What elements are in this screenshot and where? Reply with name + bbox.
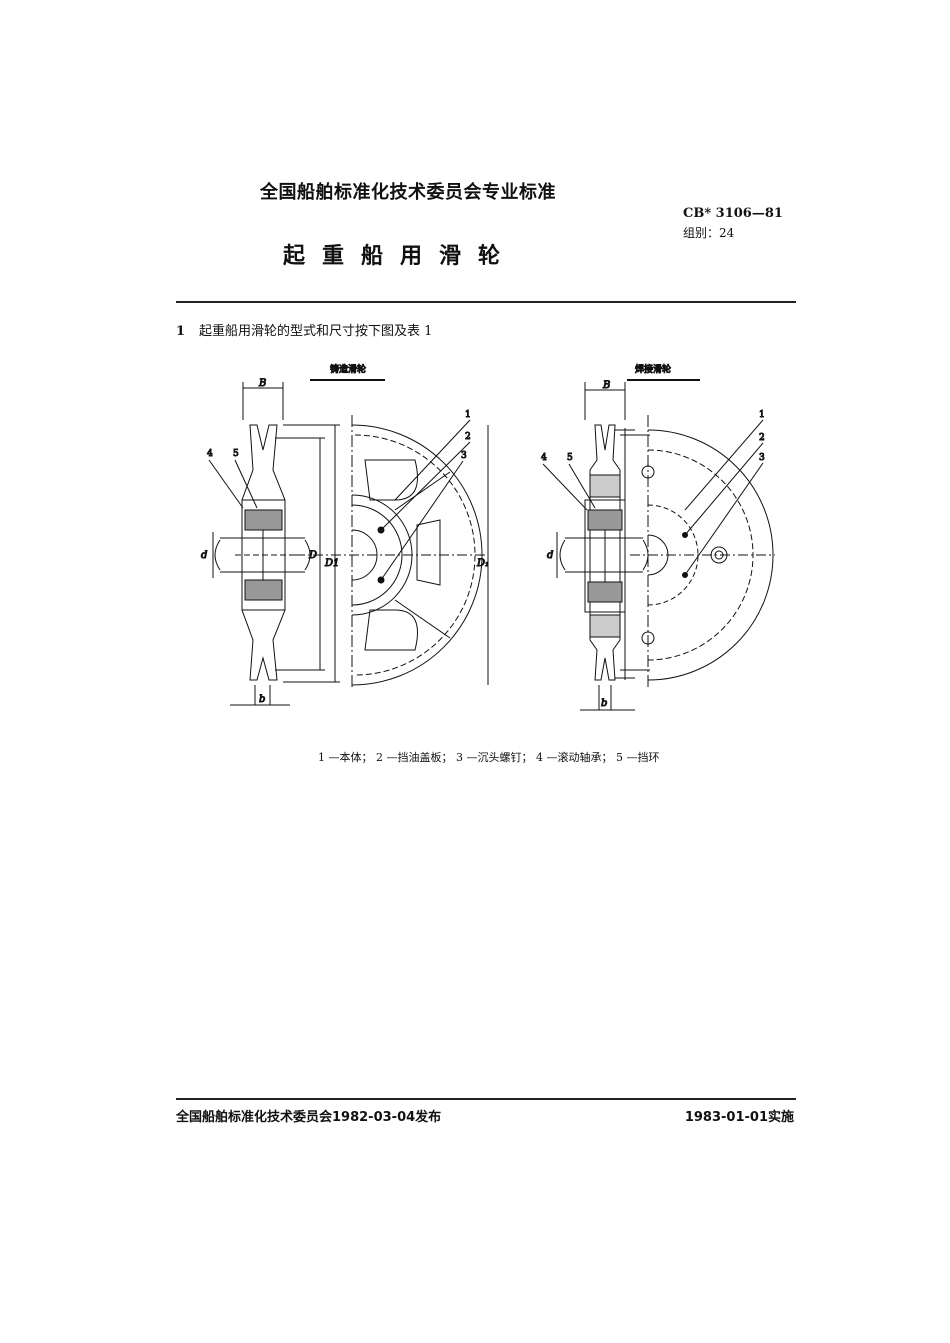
callout-4: 4 [541,453,547,463]
callout-5: 5 [567,453,573,463]
effective-date: 1983-01-01实施 [684,1110,794,1125]
callout-2: 2 [465,432,471,442]
callout-2: 2 [759,433,765,443]
callout-1: 1 [759,410,765,420]
dim-D1-right: D₁ [476,558,489,569]
dim-d: d [547,550,553,561]
callout-3: 3 [759,453,765,463]
dim-B: B [258,378,266,389]
document-title: 起重船用滑轮 [283,244,518,269]
footer-divider [176,1098,796,1100]
cast-pulley-drawing: 铸造滑轮 B d b D D1 4 5 1 2 3 D₁ [201,363,490,706]
section-1: 1 起重船用滑轮的型式和尺寸按下图及表 1 [176,320,432,339]
dim-D1: D1 [324,558,339,569]
organization-header: 全国船舶标准化技术委员会专业标准 [260,182,556,203]
welded-title: 焊接滑轮 [635,363,671,375]
dim-D: D [308,550,317,561]
dim-B: B [602,380,610,391]
issue-date: 全国船舶标准化技术委员会1982-03-04发布 [176,1110,442,1125]
header-divider [176,301,796,303]
dim-b: b [601,698,607,709]
standard-code: CB* 3106—81 [683,206,783,221]
section-text: 起重船用滑轮的型式和尺寸按下图及表 1 [199,324,433,339]
parts-legend: 1 —本体； 2 —挡油盖板； 3 —沉头螺钉； 4 —滚动轴承； 5 —挡环 [318,751,660,764]
cast-title: 铸造滑轮 [330,363,366,375]
dim-b: b [259,694,265,705]
callout-4: 4 [207,449,213,459]
standard-group: 组别：24 [683,226,735,240]
callout-3: 3 [461,451,467,461]
callout-1: 1 [465,410,471,420]
callout-5: 5 [233,449,239,459]
welded-pulley-drawing: 焊接滑轮 B d b D D1 4 5 1 2 3 [535,363,775,711]
section-number: 1 [176,324,186,339]
dim-d: d [201,550,207,561]
